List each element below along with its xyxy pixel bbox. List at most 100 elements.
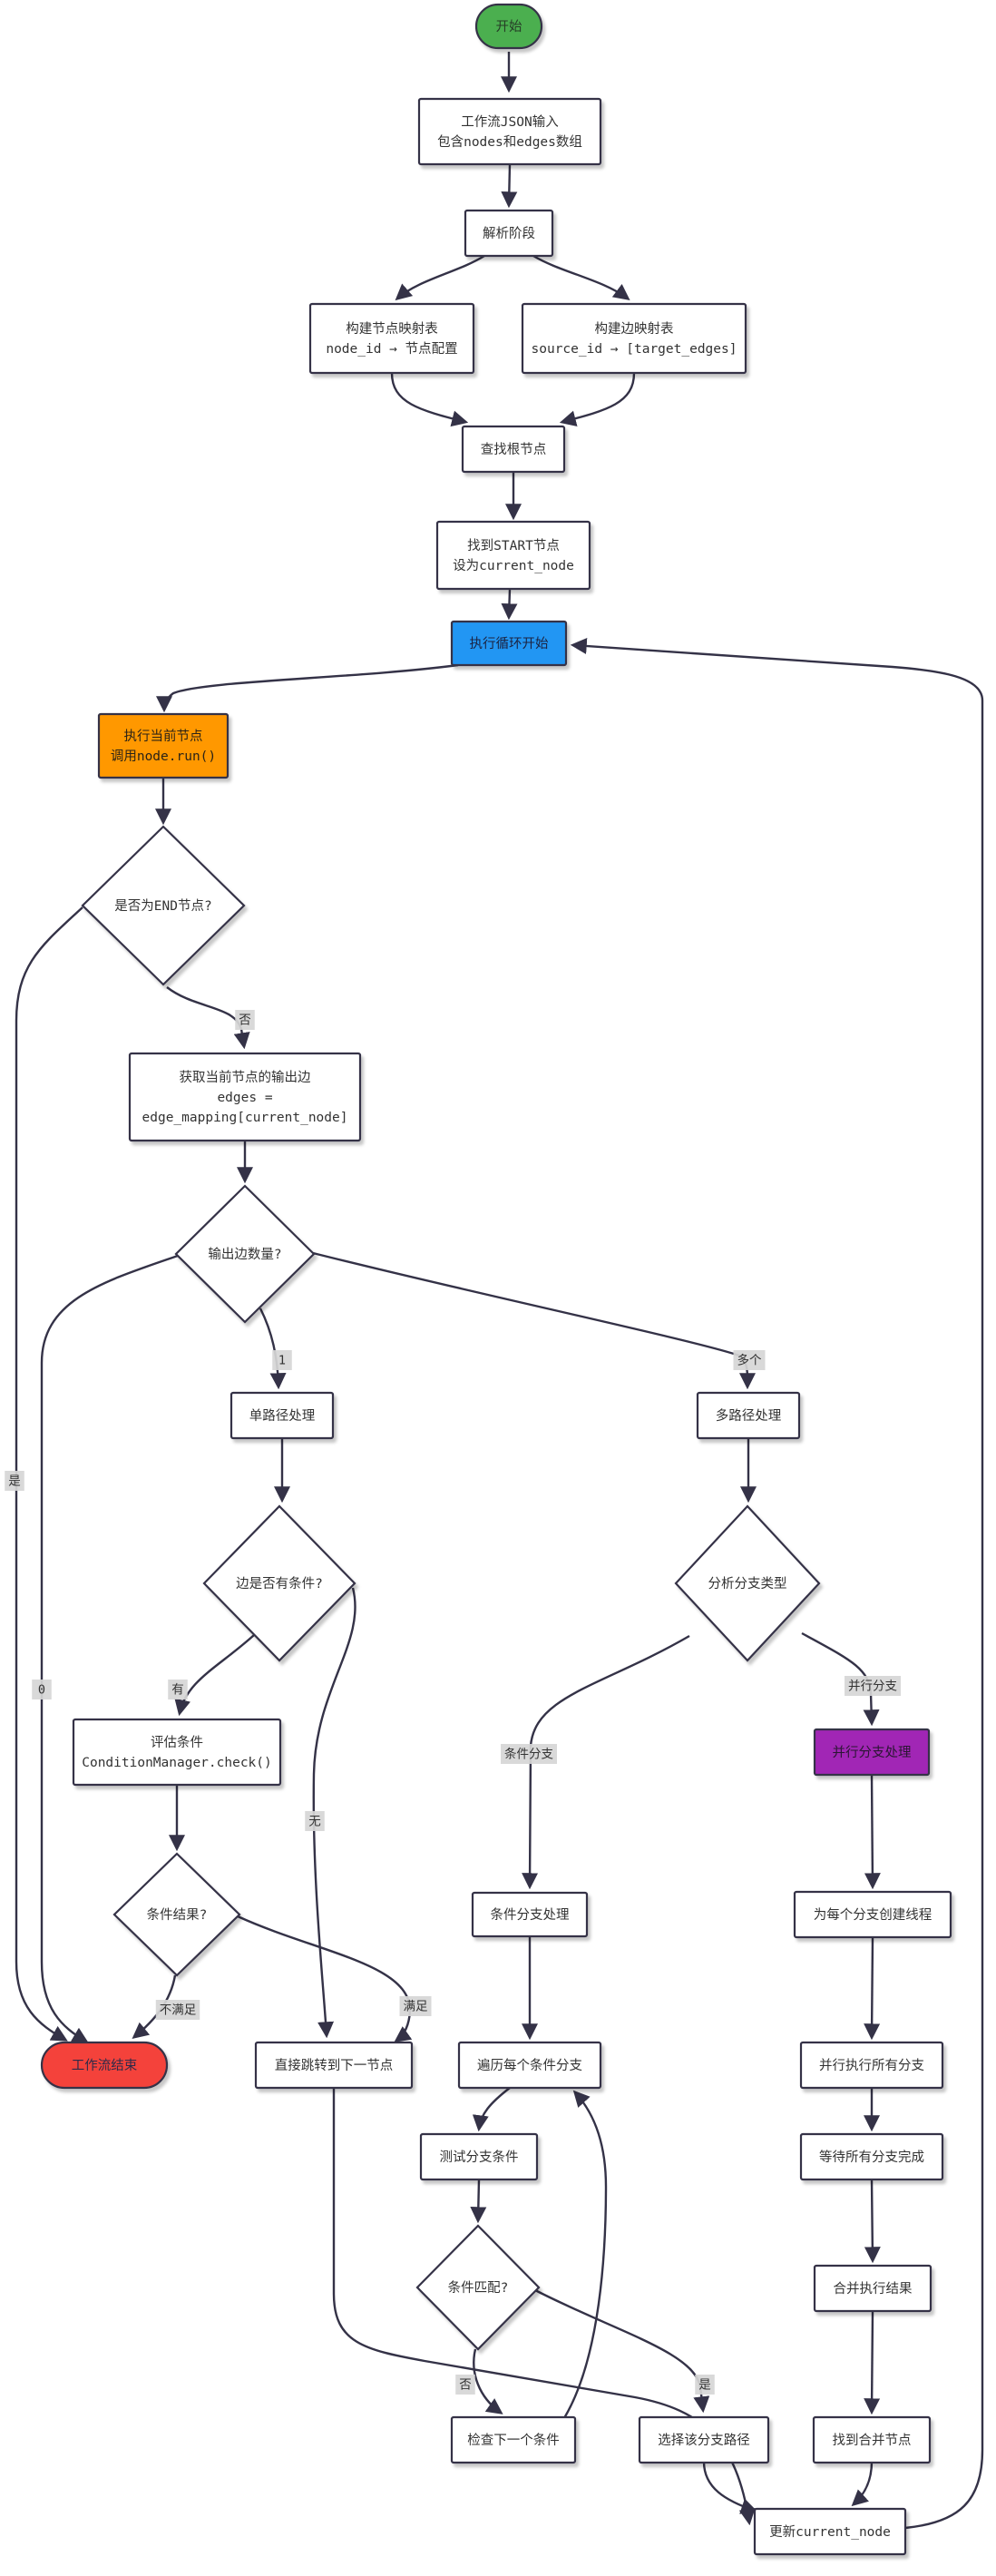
build-node-map-node: 构建节点映射表 node_id → 节点配置: [308, 302, 475, 375]
edge-merge-results-to-find-merge: [864, 2310, 881, 2415]
condition-match-decision-shape: [415, 2224, 541, 2351]
loop-start-node: 执行循环开始: [450, 620, 568, 667]
iterate-branches-node: 遍历每个条件分支: [457, 2041, 602, 2090]
get-out-edges-node-label: edge_mapping[current_node]: [142, 1111, 348, 1125]
svg-text:分析分支类型: 分析分支类型: [708, 1576, 787, 1592]
get-out-edges-node-shape: [128, 1052, 362, 1142]
edge-label-branch-type-parallel-proc: 并行分支: [845, 1676, 901, 1696]
svg-text:并行分支: 并行分支: [848, 1680, 897, 1694]
edge-is-end-to-wf-end: [15, 906, 83, 2042]
svg-text:找到START节点设为current_node: 找到START节点设为current_node: [453, 538, 574, 573]
build-node-map-node-label: 构建节点映射表: [346, 321, 438, 337]
find-merge-node: 找到合并节点: [812, 2415, 932, 2464]
svg-text:工作流结束: 工作流结束: [72, 2058, 138, 2073]
edge-create-threads-to-exec-all: [864, 1936, 881, 2041]
branch-type-decision-shape: [674, 1504, 821, 1662]
json-input-node-shape: [417, 97, 602, 166]
loop-start-node-label: 执行循环开始: [470, 636, 549, 651]
wait-all-branches-node: 等待所有分支完成: [799, 2132, 944, 2181]
get-out-edges-node-label: 获取当前节点的输出边: [180, 1070, 311, 1085]
edge-label-bg: [168, 1680, 188, 1699]
edge-label-bg: [733, 1350, 766, 1370]
svg-text:不满足: 不满足: [160, 2003, 197, 2018]
find-merge-node-shape: [812, 2415, 932, 2464]
conditional-branch-node-shape: [471, 1891, 589, 1938]
edge-update-node-to-loop-start: [570, 638, 984, 2530]
iterate-branches-node-shape: [457, 2041, 602, 2090]
edge-label-bg: [305, 1811, 325, 1831]
edge-has-cond-to-jump-next: [312, 1587, 356, 2039]
edge-count-decision-shape: [174, 1184, 316, 1324]
svg-text:查找根节点: 查找根节点: [481, 442, 547, 457]
create-threads-node: 为每个分支创建线程: [793, 1890, 952, 1939]
multi-path-node-label: 多路径处理: [716, 1408, 782, 1424]
multi-path-node: 多路径处理: [696, 1391, 801, 1440]
find-start-node: 找到START节点设为current_node: [435, 520, 591, 591]
parallel-branch-node-label: 并行分支处理: [833, 1745, 912, 1760]
edge-label-edge-count-single-path: 1: [272, 1350, 292, 1370]
branch-type-decision: 分析分支类型: [674, 1504, 821, 1662]
check-next-condition-node: 检查下一个条件: [450, 2415, 577, 2464]
edge-count-decision-label: 输出边数量?: [208, 1247, 281, 1262]
svg-text:0: 0: [38, 1683, 45, 1698]
evaluate-condition-node-shape: [72, 1718, 282, 1787]
edge-edge-map-to-find-root: [559, 372, 636, 426]
edge-label-text: 无: [308, 1815, 321, 1829]
svg-text:是: 是: [8, 1474, 21, 1489]
edge-parse-stage-to-edge-map: [532, 254, 630, 300]
svg-text:条件结果?: 条件结果?: [147, 1907, 208, 1923]
update-current-node: 更新current_node: [753, 2507, 907, 2556]
svg-text:是否为END节点?: 是否为END节点?: [114, 898, 211, 914]
loop-start-node-shape: [450, 620, 568, 667]
evaluate-condition-node-label: ConditionManager.check(): [82, 1756, 272, 1770]
exec-current-node-label: 执行当前节点: [124, 729, 203, 744]
exec-all-branches-node-label: 并行执行所有分支: [819, 2058, 924, 2073]
iterate-branches-node-label: 遍历每个条件分支: [477, 2058, 582, 2073]
conditional-branch-node: 条件分支处理: [471, 1891, 589, 1938]
svg-text:条件分支: 条件分支: [504, 1747, 553, 1762]
edge-json-input-to-parse-stage: [501, 163, 518, 209]
build-edge-map-node-label: 构建边映射表: [595, 321, 674, 337]
select-branch-path-node: 选择该分支路径: [638, 2415, 770, 2464]
exec-current-node-shape: [97, 712, 229, 779]
edge-label-bg: [695, 2375, 715, 2395]
edge-label-text: 是: [698, 2378, 711, 2393]
json-input-node-label: 工作流JSON输入: [461, 114, 558, 130]
build-node-map-node-label: node_id → 节点配置: [326, 341, 457, 357]
condition-match-decision: 条件匹配?: [415, 2224, 541, 2351]
edge-label-bg: [272, 1350, 292, 1370]
edge-wait-all-to-merge-results: [864, 2179, 881, 2264]
edge-iter-branch-to-test-cond: [472, 2087, 511, 2132]
edge-label-bg: [455, 2375, 475, 2395]
edge-label-edge-count-wf-end: 0: [32, 1680, 52, 1699]
test-branch-condition-node: 测试分支条件: [419, 2132, 539, 2181]
svg-text:多个: 多个: [737, 1353, 763, 1368]
svg-text:解析阶段: 解析阶段: [483, 226, 535, 241]
exec-all-branches-node-shape: [799, 2041, 944, 2090]
edge-is-end-to-get-edges: [166, 986, 250, 1050]
edge-cond-match-to-check-next: [473, 2348, 503, 2414]
edge-has-condition-decision: 边是否有条件?: [202, 1504, 356, 1662]
select-branch-path-node-label: 选择该分支路径: [658, 2433, 750, 2448]
test-branch-condition-node-shape: [419, 2132, 539, 2181]
svg-text:多路径处理: 多路径处理: [716, 1408, 782, 1424]
svg-text:执行循环开始: 执行循环开始: [470, 636, 549, 651]
svg-text:有: 有: [171, 1683, 184, 1698]
svg-text:1: 1: [278, 1354, 286, 1368]
svg-text:边是否有条件?: 边是否有条件?: [236, 1576, 323, 1592]
select-branch-path-node-shape: [638, 2415, 770, 2464]
parallel-branch-node: 并行分支处理: [813, 1728, 931, 1777]
merge-results-node-shape: [813, 2264, 933, 2313]
start-node-label: 开始: [496, 19, 522, 34]
edge-label-cond-match-select-path: 是: [695, 2375, 715, 2395]
create-threads-node-shape: [793, 1890, 952, 1939]
workflow-end-node-label: 工作流结束: [72, 2058, 138, 2073]
edge-find-start-to-loop-start: [501, 588, 518, 621]
edge-has-condition-decision-shape: [202, 1504, 356, 1662]
single-path-node-shape: [229, 1391, 335, 1440]
svg-text:满足: 满足: [404, 2000, 428, 2014]
